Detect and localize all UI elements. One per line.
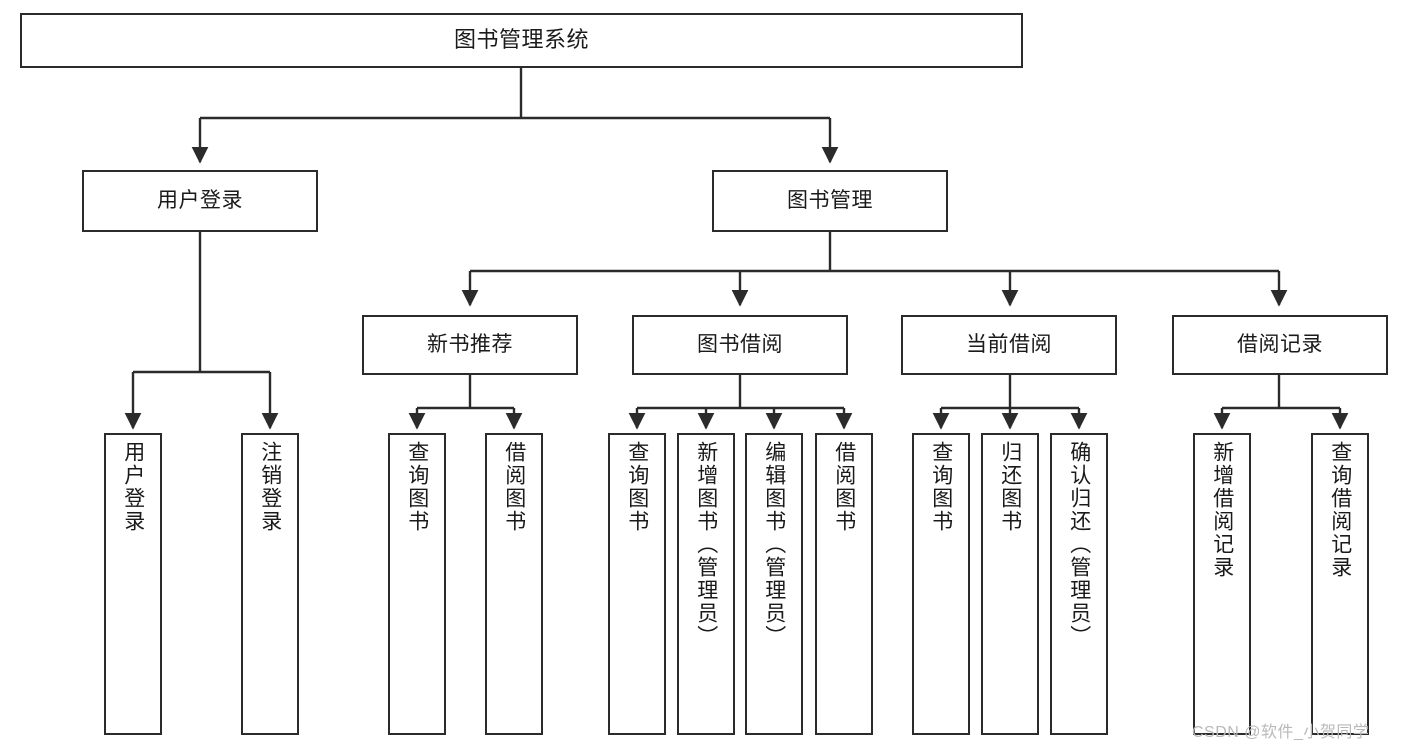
node-label: 图书借阅 <box>697 333 783 357</box>
leaf-new-book-query[interactable]: 查询图书 <box>388 433 446 735</box>
csdn-watermark: CSDN @软件_小贺同学 <box>1192 724 1370 741</box>
node-borrow-record[interactable]: 借阅记录 <box>1172 315 1388 375</box>
node-label: 借阅记录 <box>1237 333 1323 357</box>
leaf-label: 归还图书 <box>998 441 1022 533</box>
leaf-label: 确认归还（管理员） <box>1067 441 1091 648</box>
leaf-label: 借阅图书 <box>832 441 856 533</box>
leaf-user-login-logout[interactable]: 注销登录 <box>241 433 299 735</box>
node-label: 用户登录 <box>157 189 243 213</box>
leaf-book-borrow-borrow[interactable]: 借阅图书 <box>815 433 873 735</box>
leaf-book-borrow-add[interactable]: 新增图书（管理员） <box>677 433 735 735</box>
node-label: 新书推荐 <box>427 333 513 357</box>
leaf-user-login-login[interactable]: 用户登录 <box>104 433 162 735</box>
leaf-label: 编辑图书（管理员） <box>762 441 786 648</box>
node-label: 图书管理 <box>787 189 873 213</box>
leaf-label: 查询图书 <box>405 441 429 533</box>
leaf-label: 查询图书 <box>625 441 649 533</box>
node-book-borrow[interactable]: 图书借阅 <box>632 315 848 375</box>
node-current-borrow[interactable]: 当前借阅 <box>901 315 1117 375</box>
node-root-book-management-system[interactable]: 图书管理系统 <box>20 13 1023 68</box>
leaf-new-book-borrow[interactable]: 借阅图书 <box>485 433 543 735</box>
leaf-label: 新增借阅记录 <box>1210 441 1234 579</box>
leaf-current-borrow-confirm-return[interactable]: 确认归还（管理员） <box>1050 433 1108 735</box>
leaf-current-borrow-query[interactable]: 查询图书 <box>912 433 970 735</box>
leaf-label: 查询借阅记录 <box>1328 441 1352 579</box>
node-label: 图书管理系统 <box>453 27 589 53</box>
leaf-label: 借阅图书 <box>502 441 526 533</box>
leaf-current-borrow-return[interactable]: 归还图书 <box>981 433 1039 735</box>
leaf-label: 新增图书（管理员） <box>694 441 718 648</box>
leaf-book-borrow-edit[interactable]: 编辑图书（管理员） <box>745 433 803 735</box>
node-book-management[interactable]: 图书管理 <box>712 170 948 232</box>
leaf-borrow-record-query[interactable]: 查询借阅记录 <box>1311 433 1369 735</box>
leaf-borrow-record-add[interactable]: 新增借阅记录 <box>1193 433 1251 735</box>
node-label: 当前借阅 <box>966 333 1052 357</box>
node-new-book-recommend[interactable]: 新书推荐 <box>362 315 578 375</box>
leaf-book-borrow-query[interactable]: 查询图书 <box>608 433 666 735</box>
leaf-label: 用户登录 <box>121 441 145 533</box>
node-user-login[interactable]: 用户登录 <box>82 170 318 232</box>
leaf-label: 注销登录 <box>258 441 282 533</box>
leaf-label: 查询图书 <box>929 441 953 533</box>
